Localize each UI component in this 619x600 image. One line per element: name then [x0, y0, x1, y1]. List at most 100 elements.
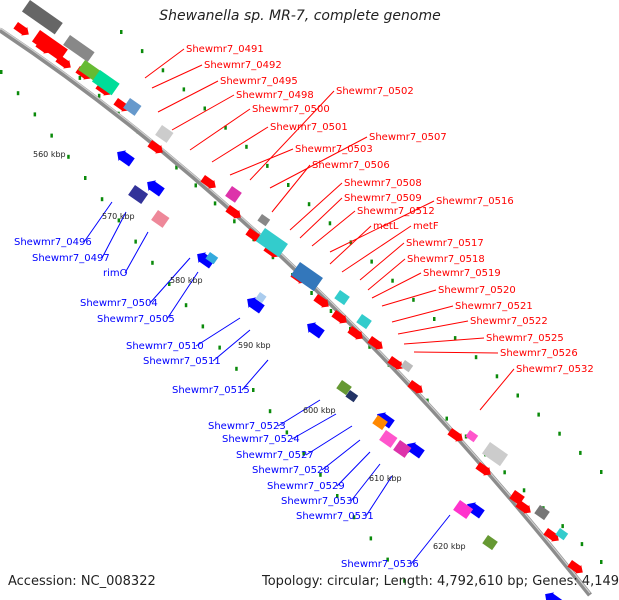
gene-label-forward[interactable]: Shewmr7_0491	[186, 44, 264, 55]
gene-label-forward[interactable]: metF	[413, 221, 439, 232]
gene-block-rose	[151, 210, 170, 228]
tick-mark	[302, 451, 305, 456]
leader-line-reverse	[277, 399, 321, 427]
gene-label-forward[interactable]: Shewmr7_0500	[252, 104, 330, 115]
gene-label-reverse[interactable]: rimO	[103, 268, 128, 279]
forward-gene-block	[31, 30, 68, 61]
forward-gene-arrow	[200, 175, 216, 189]
gene-label-reverse[interactable]: Shewmr7_0527	[236, 450, 314, 461]
gene-label-forward[interactable]: Shewmr7_0509	[344, 193, 422, 204]
gene-label-forward[interactable]: metL	[373, 221, 399, 232]
gene-label-reverse[interactable]: Shewmr7_0523	[208, 421, 286, 432]
forward-gene-arrow	[447, 428, 463, 442]
gene-label-reverse[interactable]: Shewmr7_0510	[126, 341, 204, 352]
gene-label-forward[interactable]: Shewmr7_0492	[204, 60, 282, 71]
gene-label-forward[interactable]: Shewmr7_0520	[438, 285, 516, 296]
reverse-gene-arrow	[467, 502, 485, 519]
gene-label-forward[interactable]: Shewmr7_0521	[455, 301, 533, 312]
tick-mark	[310, 291, 313, 295]
gene-label-forward[interactable]: Shewmr7_0525	[486, 333, 564, 344]
tick-mark	[336, 494, 339, 498]
tick-mark	[266, 163, 269, 168]
gene-label-forward[interactable]: Shewmr7_0516	[436, 196, 514, 207]
gene-label-forward[interactable]: Shewmr7_0532	[516, 364, 594, 375]
gene-label-forward[interactable]: Shewmr7_0512	[357, 206, 435, 217]
gene-label-forward[interactable]: Shewmr7_0519	[423, 268, 501, 279]
tick-mark	[50, 133, 53, 138]
tick-mark	[151, 260, 154, 265]
reverse-gene-arrow	[197, 252, 215, 269]
leader-line-reverse	[350, 463, 381, 502]
tick-mark	[386, 557, 389, 562]
leader-line-reverse	[291, 413, 337, 440]
gene-label-reverse[interactable]: Shewmr7_0524	[222, 434, 300, 445]
topology-text: Topology: circular; Length: 4,792,610 bp…	[262, 574, 619, 589]
tick-mark	[600, 560, 603, 564]
leader-line-forward	[144, 48, 185, 79]
gene-label-forward[interactable]: Shewmr7_0526	[500, 348, 578, 359]
gene-label-reverse[interactable]: Shewmr7_0530	[281, 496, 359, 507]
gene-label-reverse[interactable]: Shewmr7_0496	[14, 237, 92, 248]
leader-line-forward	[229, 148, 294, 176]
gene-label-reverse[interactable]: Shewmr7_0511	[143, 356, 221, 367]
gene-label-reverse[interactable]: Shewmr7_0515	[172, 385, 250, 396]
kbp-label: 570 kbp	[102, 212, 135, 221]
gene-label-forward[interactable]: Shewmr7_0507	[369, 132, 447, 143]
forward-gene-arrow	[475, 462, 491, 476]
tick-mark	[370, 259, 373, 264]
gene-label-forward[interactable]: Shewmr7_0517	[406, 238, 484, 249]
gene-label-reverse[interactable]: Shewmr7_0536	[341, 559, 419, 570]
tick-mark	[168, 282, 171, 286]
gene-label-forward[interactable]: Shewmr7_0501	[270, 122, 348, 133]
tick-mark	[328, 221, 332, 226]
tick-mark	[16, 91, 20, 96]
leader-line-forward	[413, 351, 499, 354]
reverse-gene-arrow	[147, 180, 165, 197]
tick-mark	[218, 345, 221, 350]
leader-line-reverse	[166, 271, 199, 320]
leader-line-reverse	[365, 475, 393, 517]
gene-label-forward[interactable]: Shewmr7_0498	[236, 90, 314, 101]
tick-mark	[329, 309, 333, 313]
leader-line-reverse	[83, 201, 113, 243]
tick-mark	[495, 374, 499, 379]
leader-line-forward	[329, 200, 435, 253]
gene-label-forward[interactable]: Shewmr7_0503	[295, 144, 373, 155]
gene-label-forward[interactable]: Shewmr7_0518	[407, 254, 485, 265]
leader-line-forward	[211, 126, 269, 163]
tick-mark	[433, 317, 436, 321]
gene-label-reverse[interactable]: Shewmr7_0529	[267, 481, 345, 492]
tick-mark	[201, 324, 205, 329]
gene-block-navy	[345, 390, 359, 403]
gene-label-forward[interactable]: Shewmr7_0506	[312, 160, 390, 171]
gene-label-reverse[interactable]: Shewmr7_0497	[32, 253, 110, 264]
tick-mark	[474, 355, 478, 360]
gene-label-reverse[interactable]: Shewmr7_0531	[296, 511, 374, 522]
gene-label-forward[interactable]: Shewmr7_0508	[344, 178, 422, 189]
reverse-gene-arrow	[407, 442, 425, 459]
tick-mark	[117, 218, 121, 223]
leader-line-forward	[189, 108, 251, 151]
gene-label-reverse[interactable]: Shewmr7_0505	[97, 314, 175, 325]
leader-line-forward	[341, 225, 412, 273]
forward-gene-arrow	[543, 528, 559, 542]
tick-mark	[561, 524, 564, 529]
reverse-gene-arrow	[545, 592, 563, 600]
reverse-gene-arrow	[307, 322, 325, 339]
tick-mark	[580, 542, 584, 547]
tick-mark	[120, 30, 123, 34]
leader-line-forward	[391, 305, 454, 323]
tick-mark	[558, 431, 561, 436]
gene-label-reverse[interactable]: Shewmr7_0504	[80, 298, 158, 309]
forward-gene-arrow	[387, 356, 403, 370]
gene-label-reverse[interactable]: Shewmr7_0528	[252, 465, 330, 476]
gene-label-forward[interactable]: Shewmr7_0502	[336, 86, 414, 97]
gene-label-forward[interactable]: Shewmr7_0522	[470, 316, 548, 327]
leader-line-forward	[329, 225, 372, 265]
kbp-label: 590 kbp	[238, 341, 271, 350]
gene-label-forward[interactable]: Shewmr7_0495	[220, 76, 298, 87]
leader-line-forward	[359, 242, 405, 281]
leader-line-reverse	[124, 231, 149, 274]
tick-mark	[233, 219, 236, 224]
